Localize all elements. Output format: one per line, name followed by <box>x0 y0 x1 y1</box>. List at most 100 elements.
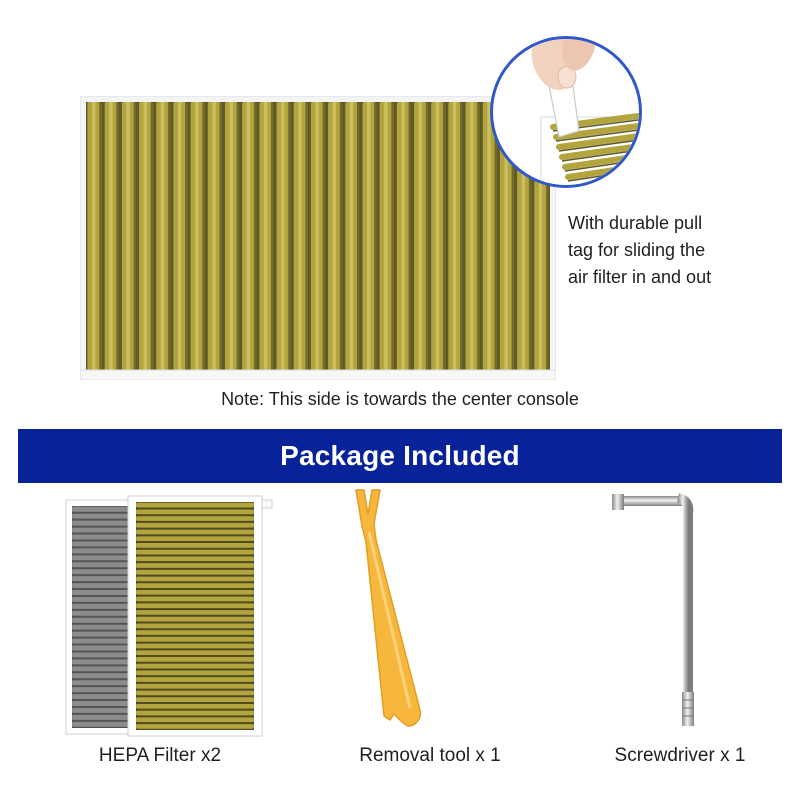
carbon-pleat <box>72 707 138 713</box>
filter-pleat <box>242 102 257 374</box>
filter-pleat <box>136 610 254 615</box>
torx-bit <box>682 692 694 726</box>
filter-pleat <box>362 102 377 374</box>
carbon-pleat <box>72 555 138 561</box>
carbon-pleat <box>72 701 138 706</box>
filter-pleat <box>414 102 429 374</box>
filter-pleat <box>431 102 446 374</box>
filter-pleat <box>136 509 254 515</box>
filter-pleat <box>136 603 254 609</box>
filter-pleat <box>136 697 254 702</box>
carbon-pleat <box>72 576 138 582</box>
filter-pleat <box>156 102 171 374</box>
filter-pleat <box>136 623 254 629</box>
hepa-filter-pair-image <box>62 492 278 742</box>
filter-pleat <box>136 636 254 642</box>
filter-pleat <box>293 102 308 374</box>
carbon-pleat <box>72 513 138 519</box>
package-item-label: Removal tool x 1 <box>359 745 501 766</box>
filter-pleat <box>345 102 360 374</box>
filter-pleat <box>136 663 254 669</box>
carbon-pleat <box>72 645 138 651</box>
filter-pleat <box>136 596 254 602</box>
carbon-pleat <box>72 562 138 568</box>
removal-tool-image <box>350 488 430 732</box>
filter-pleat <box>328 102 343 374</box>
filter-pleat <box>136 670 254 676</box>
filter-pleat <box>136 529 254 535</box>
screwdriver-shaft <box>676 493 694 692</box>
caption-line: air filter in and out <box>568 267 712 287</box>
filter-pleat <box>396 102 412 374</box>
caption-line: With durable pull <box>568 213 703 233</box>
filter-pleat <box>136 516 254 521</box>
package-item-label: HEPA Filter x2 <box>98 745 222 766</box>
filter-pleat <box>136 522 254 528</box>
filter-pleat <box>136 576 254 582</box>
filter-pleat <box>136 717 254 723</box>
carbon-pleat <box>72 527 138 533</box>
carbon-pleat <box>72 548 138 554</box>
carbon-pleat <box>72 714 138 720</box>
filter-pleat <box>136 724 254 729</box>
caption-line: tag for sliding the <box>568 240 706 260</box>
filter-pleat <box>87 102 102 374</box>
filter-pleat <box>136 543 254 548</box>
carbon-pleat <box>72 603 138 609</box>
filter-pleat <box>379 102 394 374</box>
filter-pleat <box>276 102 291 374</box>
main-hepa-filter-image <box>80 96 556 380</box>
carbon-pleat <box>72 520 138 526</box>
pull-tag-caption: With durable pull tag for sliding the ai… <box>568 210 778 291</box>
carbon-pleat <box>72 596 138 602</box>
carbon-pleat <box>72 680 138 686</box>
filter-pleat <box>465 102 480 374</box>
filter-pleat <box>139 102 154 374</box>
filter-pleat <box>136 630 254 635</box>
carbon-pleat <box>72 590 138 595</box>
filter-pleat <box>121 102 137 374</box>
filter-pleat <box>136 690 254 696</box>
filter-pleat <box>136 502 254 508</box>
filter-pleat <box>173 102 188 374</box>
pull-tag-inset-image <box>490 36 642 188</box>
filter-pleat <box>136 536 254 542</box>
filter-pleat <box>136 677 254 682</box>
carbon-pleat <box>72 583 138 589</box>
carbon-pleat <box>72 624 138 630</box>
filter-pleat <box>136 683 254 689</box>
filter-pleat <box>136 643 254 649</box>
carbon-pleat <box>72 687 138 693</box>
filter-pleat <box>224 102 240 374</box>
hand-icon <box>531 39 596 91</box>
torx-tip <box>612 494 624 510</box>
screwdriver-handle <box>618 496 686 506</box>
carbon-pleat <box>72 673 138 679</box>
torx-screwdriver-image <box>608 492 708 732</box>
filter-pleat <box>136 710 254 716</box>
carbon-pleat <box>72 694 138 700</box>
filter-pleat <box>448 102 463 374</box>
filter-pleat <box>136 650 254 656</box>
carbon-pleat <box>72 721 138 727</box>
filter-pleat <box>207 102 222 374</box>
filter-pleat <box>136 657 254 662</box>
orientation-note: Note: This side is towards the center co… <box>221 389 579 409</box>
filter-pleat <box>136 563 254 568</box>
carbon-pleat <box>72 638 138 644</box>
carbon-pleat <box>72 610 138 616</box>
carbon-pleat <box>72 534 138 540</box>
inset-filter-corner <box>540 112 639 185</box>
filter-pleat <box>136 589 254 595</box>
filter-pleat <box>136 703 254 709</box>
filter-pleat <box>136 569 254 575</box>
filter-pleat <box>136 556 254 562</box>
banner-title: Package Included <box>280 440 520 471</box>
filter-pleat <box>104 102 119 374</box>
carbon-pleat <box>72 631 138 637</box>
carbon-pleat <box>72 506 138 512</box>
filter-pleat <box>482 102 497 374</box>
filter-pleat <box>190 102 205 374</box>
filter-pleat <box>136 616 254 622</box>
carbon-pleat <box>72 541 138 547</box>
